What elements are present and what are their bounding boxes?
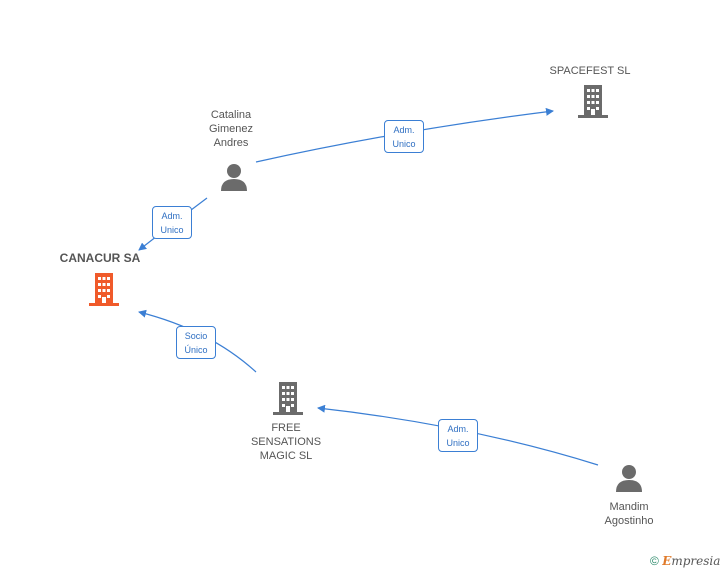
copyright-watermark: © Empresia: [650, 554, 720, 568]
node-label-line: Gimenez: [208, 123, 254, 135]
brand-logo-initial: E: [662, 554, 672, 568]
edge-label-line: Unico: [446, 438, 470, 448]
person-icon[interactable]: [614, 463, 644, 493]
building-icon[interactable]: [87, 271, 121, 307]
brand-logo: Empresia: [662, 554, 720, 568]
person-icon[interactable]: [219, 162, 249, 192]
edge-label-line: Adm.: [161, 211, 183, 221]
node-label-spacefest[interactable]: SPACEFEST SL: [549, 65, 631, 77]
node-label-line: Catalina: [210, 109, 252, 121]
node-label-catalina[interactable]: Catalina Gimenez Andres: [181, 108, 281, 150]
building-icon[interactable]: [576, 83, 610, 119]
node-label-mandim[interactable]: Mandim Agostinho: [579, 500, 679, 528]
node-label-line: Andres: [213, 137, 249, 149]
edge-label-line: Adm.: [393, 125, 415, 135]
brand-logo-text: mpresia: [671, 554, 721, 568]
edge-label-line: Socio: [184, 331, 208, 341]
edge-label-line: Único: [184, 345, 208, 355]
edge-label-free-canacur[interactable]: Socio Único: [176, 326, 216, 359]
edge-label-mandim-free[interactable]: Adm. Unico: [438, 419, 478, 452]
node-label-line: SENSATIONS: [250, 436, 322, 448]
node-label-line: Agostinho: [604, 515, 654, 527]
edge-label-line: Unico: [392, 139, 416, 149]
edge-label-line: Adm.: [447, 424, 469, 434]
node-label-line: FREE: [271, 422, 301, 434]
copyright-icon: ©: [650, 554, 659, 568]
node-label-line: Mandim: [609, 501, 649, 513]
node-label-line: MAGIC SL: [259, 450, 313, 462]
edge-label-catalina-spacefest[interactable]: Adm. Unico: [384, 120, 424, 153]
edge-label-catalina-canacur[interactable]: Adm. Unico: [152, 206, 192, 239]
node-label-free-sensations[interactable]: FREE SENSATIONS MAGIC SL: [236, 421, 336, 463]
edge-label-line: Unico: [160, 225, 184, 235]
node-label-canacur[interactable]: CANACUR SA: [59, 251, 141, 265]
building-icon[interactable]: [271, 380, 305, 416]
